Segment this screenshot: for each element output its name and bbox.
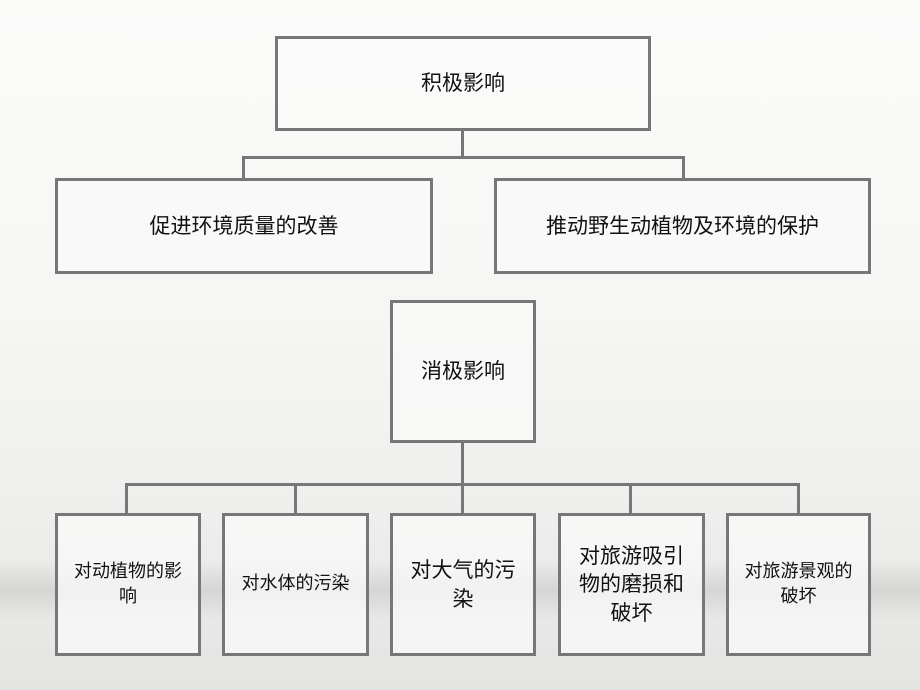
node-label: 消极影响 xyxy=(421,359,505,384)
connector xyxy=(242,156,685,159)
connector xyxy=(242,156,245,179)
node-label: 促进环境质量的改善 xyxy=(149,213,339,238)
negative-impact-node: 消极影响 xyxy=(390,300,536,443)
connector xyxy=(797,483,800,514)
negative-child-node: 对动植物的影响 xyxy=(55,513,201,656)
connector xyxy=(629,483,632,514)
connector xyxy=(461,483,464,514)
connector xyxy=(461,130,464,159)
connector xyxy=(682,156,685,179)
node-label: 对大气的污染 xyxy=(410,558,516,611)
connector xyxy=(125,483,128,514)
connector xyxy=(294,483,297,514)
negative-child-node: 对旅游吸引物的磨损和破坏 xyxy=(558,513,705,656)
node-label: 对旅游吸引物的磨损和破坏 xyxy=(579,543,684,625)
negative-child-node: 对大气的污染 xyxy=(390,513,536,656)
negative-child-node: 对水体的污染 xyxy=(222,513,369,656)
positive-impact-node: 积极影响 xyxy=(275,36,651,131)
positive-child-node: 促进环境质量的改善 xyxy=(55,178,433,274)
node-label: 对动植物的影响 xyxy=(74,561,182,607)
node-label: 对水体的污染 xyxy=(241,573,350,595)
positive-child-node: 推动野生动植物及环境的保护 xyxy=(494,178,871,274)
negative-child-node: 对旅游景观的破坏 xyxy=(726,513,871,656)
node-label: 对旅游景观的破坏 xyxy=(744,561,853,607)
connector xyxy=(461,442,464,486)
node-label: 积极影响 xyxy=(421,71,505,96)
node-label: 推动野生动植物及环境的保护 xyxy=(546,213,819,238)
